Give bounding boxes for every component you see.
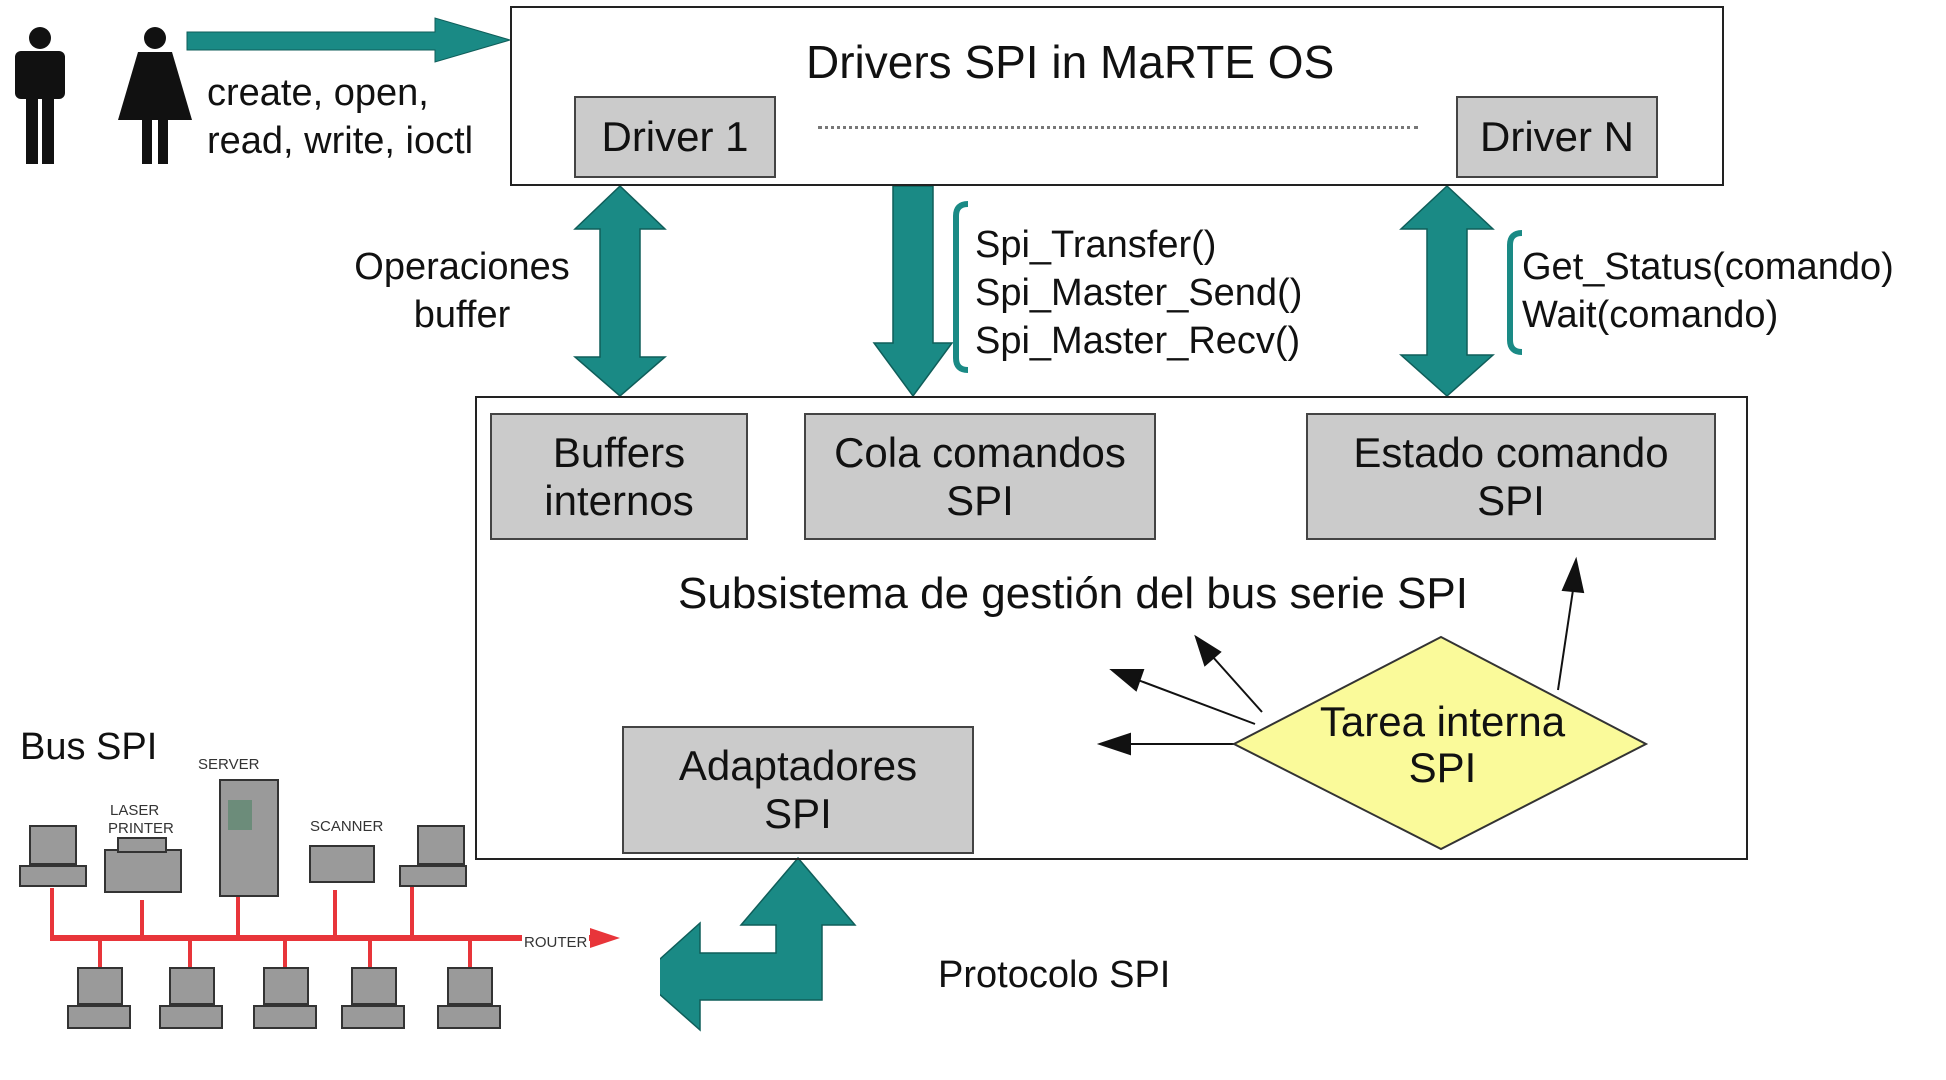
router-label: ROUTER bbox=[522, 934, 590, 951]
bus-network-illustration bbox=[10, 760, 660, 1080]
queue-box: Cola comandos SPI bbox=[804, 413, 1156, 540]
queue-line1: Cola comandos bbox=[834, 428, 1126, 476]
buffers-line2: internos bbox=[544, 476, 694, 524]
status-functions-brace bbox=[1507, 230, 1523, 355]
spi-functions-down-arrow bbox=[872, 185, 954, 398]
subsystem-title: Subsistema de gestión del bus serie SPI bbox=[678, 569, 1469, 618]
status-line1: Estado comando bbox=[1353, 428, 1669, 476]
driver-ellipsis-dots bbox=[818, 126, 1418, 129]
female-user-icon bbox=[118, 27, 192, 164]
user-calls-line2: read, write, ioctl bbox=[207, 120, 474, 162]
server-label: SERVER bbox=[198, 756, 260, 773]
user-call-arrow bbox=[186, 17, 512, 63]
status-double-arrow bbox=[1399, 184, 1495, 398]
driver-n-label: Driver N bbox=[1480, 113, 1634, 160]
queue-line2: SPI bbox=[946, 476, 1014, 524]
buffer-ops-line1: Operaciones bbox=[354, 246, 570, 288]
buffers-line1: Buffers bbox=[552, 428, 686, 476]
spi-function-1: Spi_Transfer() bbox=[975, 224, 1217, 266]
status-function-1: Get_Status(comando) bbox=[1522, 246, 1894, 288]
status-line2: SPI bbox=[1477, 476, 1545, 524]
drivers-title: Drivers SPI in MaRTE OS bbox=[806, 36, 1335, 88]
task-line2: SPI bbox=[1408, 744, 1477, 791]
task-line1: Tarea interna bbox=[1319, 698, 1566, 745]
adapters-line2: SPI bbox=[764, 790, 832, 837]
buffer-ops-line2: buffer bbox=[413, 294, 511, 336]
user-calls-line1: create, open, bbox=[207, 72, 429, 114]
bus-label: Bus SPI bbox=[20, 726, 158, 768]
adapters-box: Adaptadores SPI bbox=[622, 726, 974, 854]
printer-label: PRINTER bbox=[108, 820, 174, 837]
spi-functions-brace bbox=[953, 201, 969, 373]
driver-1-label: Driver 1 bbox=[601, 113, 749, 160]
protocol-label: Protocolo SPI bbox=[938, 954, 1171, 996]
male-user-icon bbox=[15, 27, 65, 164]
buffers-box: Buffers internos bbox=[490, 413, 748, 540]
spi-function-3: Spi_Master_Recv() bbox=[975, 320, 1301, 362]
adapters-line1: Adaptadores bbox=[678, 742, 918, 789]
task-diamond bbox=[1231, 635, 1649, 851]
status-box: Estado comando SPI bbox=[1306, 413, 1716, 540]
spi-function-2: Spi_Master_Send() bbox=[975, 272, 1303, 314]
scanner-label: SCANNER bbox=[310, 818, 384, 835]
protocol-arrow bbox=[638, 856, 857, 1032]
buffer-ops-double-arrow bbox=[572, 184, 668, 397]
laser-label: LASER bbox=[110, 802, 160, 819]
driver-n-box: Driver N bbox=[1456, 96, 1658, 178]
driver-1-box: Driver 1 bbox=[574, 96, 776, 178]
status-function-2: Wait(comando) bbox=[1522, 294, 1779, 336]
subsystem-frame bbox=[475, 396, 1748, 860]
